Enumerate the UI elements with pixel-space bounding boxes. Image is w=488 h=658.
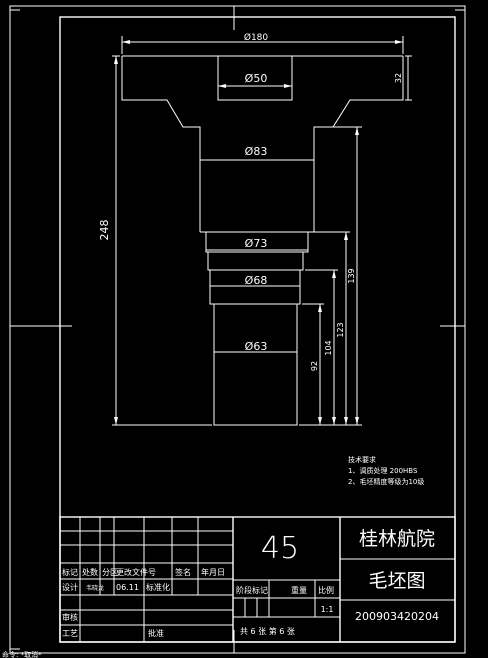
label-doc-no: 更改文件号 [116, 567, 156, 577]
dimension-d50[interactable] [218, 84, 292, 88]
label-standardize: 标准化 [146, 582, 170, 592]
dim-text-d83: Ø83 [245, 145, 268, 158]
dimension-h32[interactable] [405, 55, 412, 101]
label-sign: 签名 [175, 567, 191, 577]
label-count: 处数 [82, 567, 98, 577]
label-mark: 标记 [62, 567, 78, 577]
dimension-h92[interactable] [302, 303, 324, 425]
dimension-h104[interactable] [305, 269, 338, 425]
dim-text-d73: Ø73 [245, 237, 268, 250]
dimension-h139[interactable] [299, 126, 362, 426]
designer-name: 韦晓龙 [86, 584, 104, 592]
label-sheets: 共 6 张 第 6 张 [240, 626, 295, 636]
label-review: 审核 [62, 612, 78, 622]
dim-text-d63: Ø63 [245, 340, 268, 353]
dim-text-d68: Ø68 [245, 274, 268, 287]
label-weight: 重量 [291, 585, 307, 595]
label-date: 年月日 [201, 567, 225, 577]
sheet-outer-border [9, 5, 466, 654]
label-design: 设计 [62, 582, 78, 592]
notes-title: 技术要求 [348, 455, 376, 464]
dim-text-h139: 139 [347, 268, 356, 283]
school-name: 桂林航院 [359, 528, 435, 550]
label-stage-mark: 阶段标记 [236, 585, 268, 595]
material-grade: 45 [261, 531, 299, 566]
dim-text-h123: 123 [336, 322, 345, 337]
notes-line-1: 1、调质处理 200HBS [348, 466, 418, 475]
command-line: 命令: *取消* [2, 650, 42, 658]
label-approve: 批准 [148, 628, 164, 638]
dim-text-h92: 92 [310, 361, 319, 371]
dim-text-h248: 248 [98, 220, 111, 241]
dim-text-h104: 104 [324, 340, 333, 355]
dim-text-d180: Ø180 [244, 32, 269, 43]
notes-line-2: 2、毛坯精度等级为10级 [348, 477, 424, 486]
label-zone: 分区 [102, 568, 118, 577]
design-date: 06.11 [116, 583, 139, 592]
title-block [59, 516, 456, 643]
drawing-name: 毛坯图 [368, 570, 425, 592]
scale-value: 1:1 [321, 605, 334, 614]
dimension-d180[interactable] [121, 36, 404, 54]
dimension-h248[interactable] [112, 55, 212, 426]
label-process: 工艺 [62, 629, 78, 638]
label-scale: 比例 [318, 585, 334, 595]
dim-text-d50: Ø50 [245, 72, 268, 85]
drawing-number: 200903420204 [355, 610, 439, 623]
dimension-h123[interactable] [310, 231, 350, 425]
dim-text-h32: 32 [394, 73, 403, 83]
